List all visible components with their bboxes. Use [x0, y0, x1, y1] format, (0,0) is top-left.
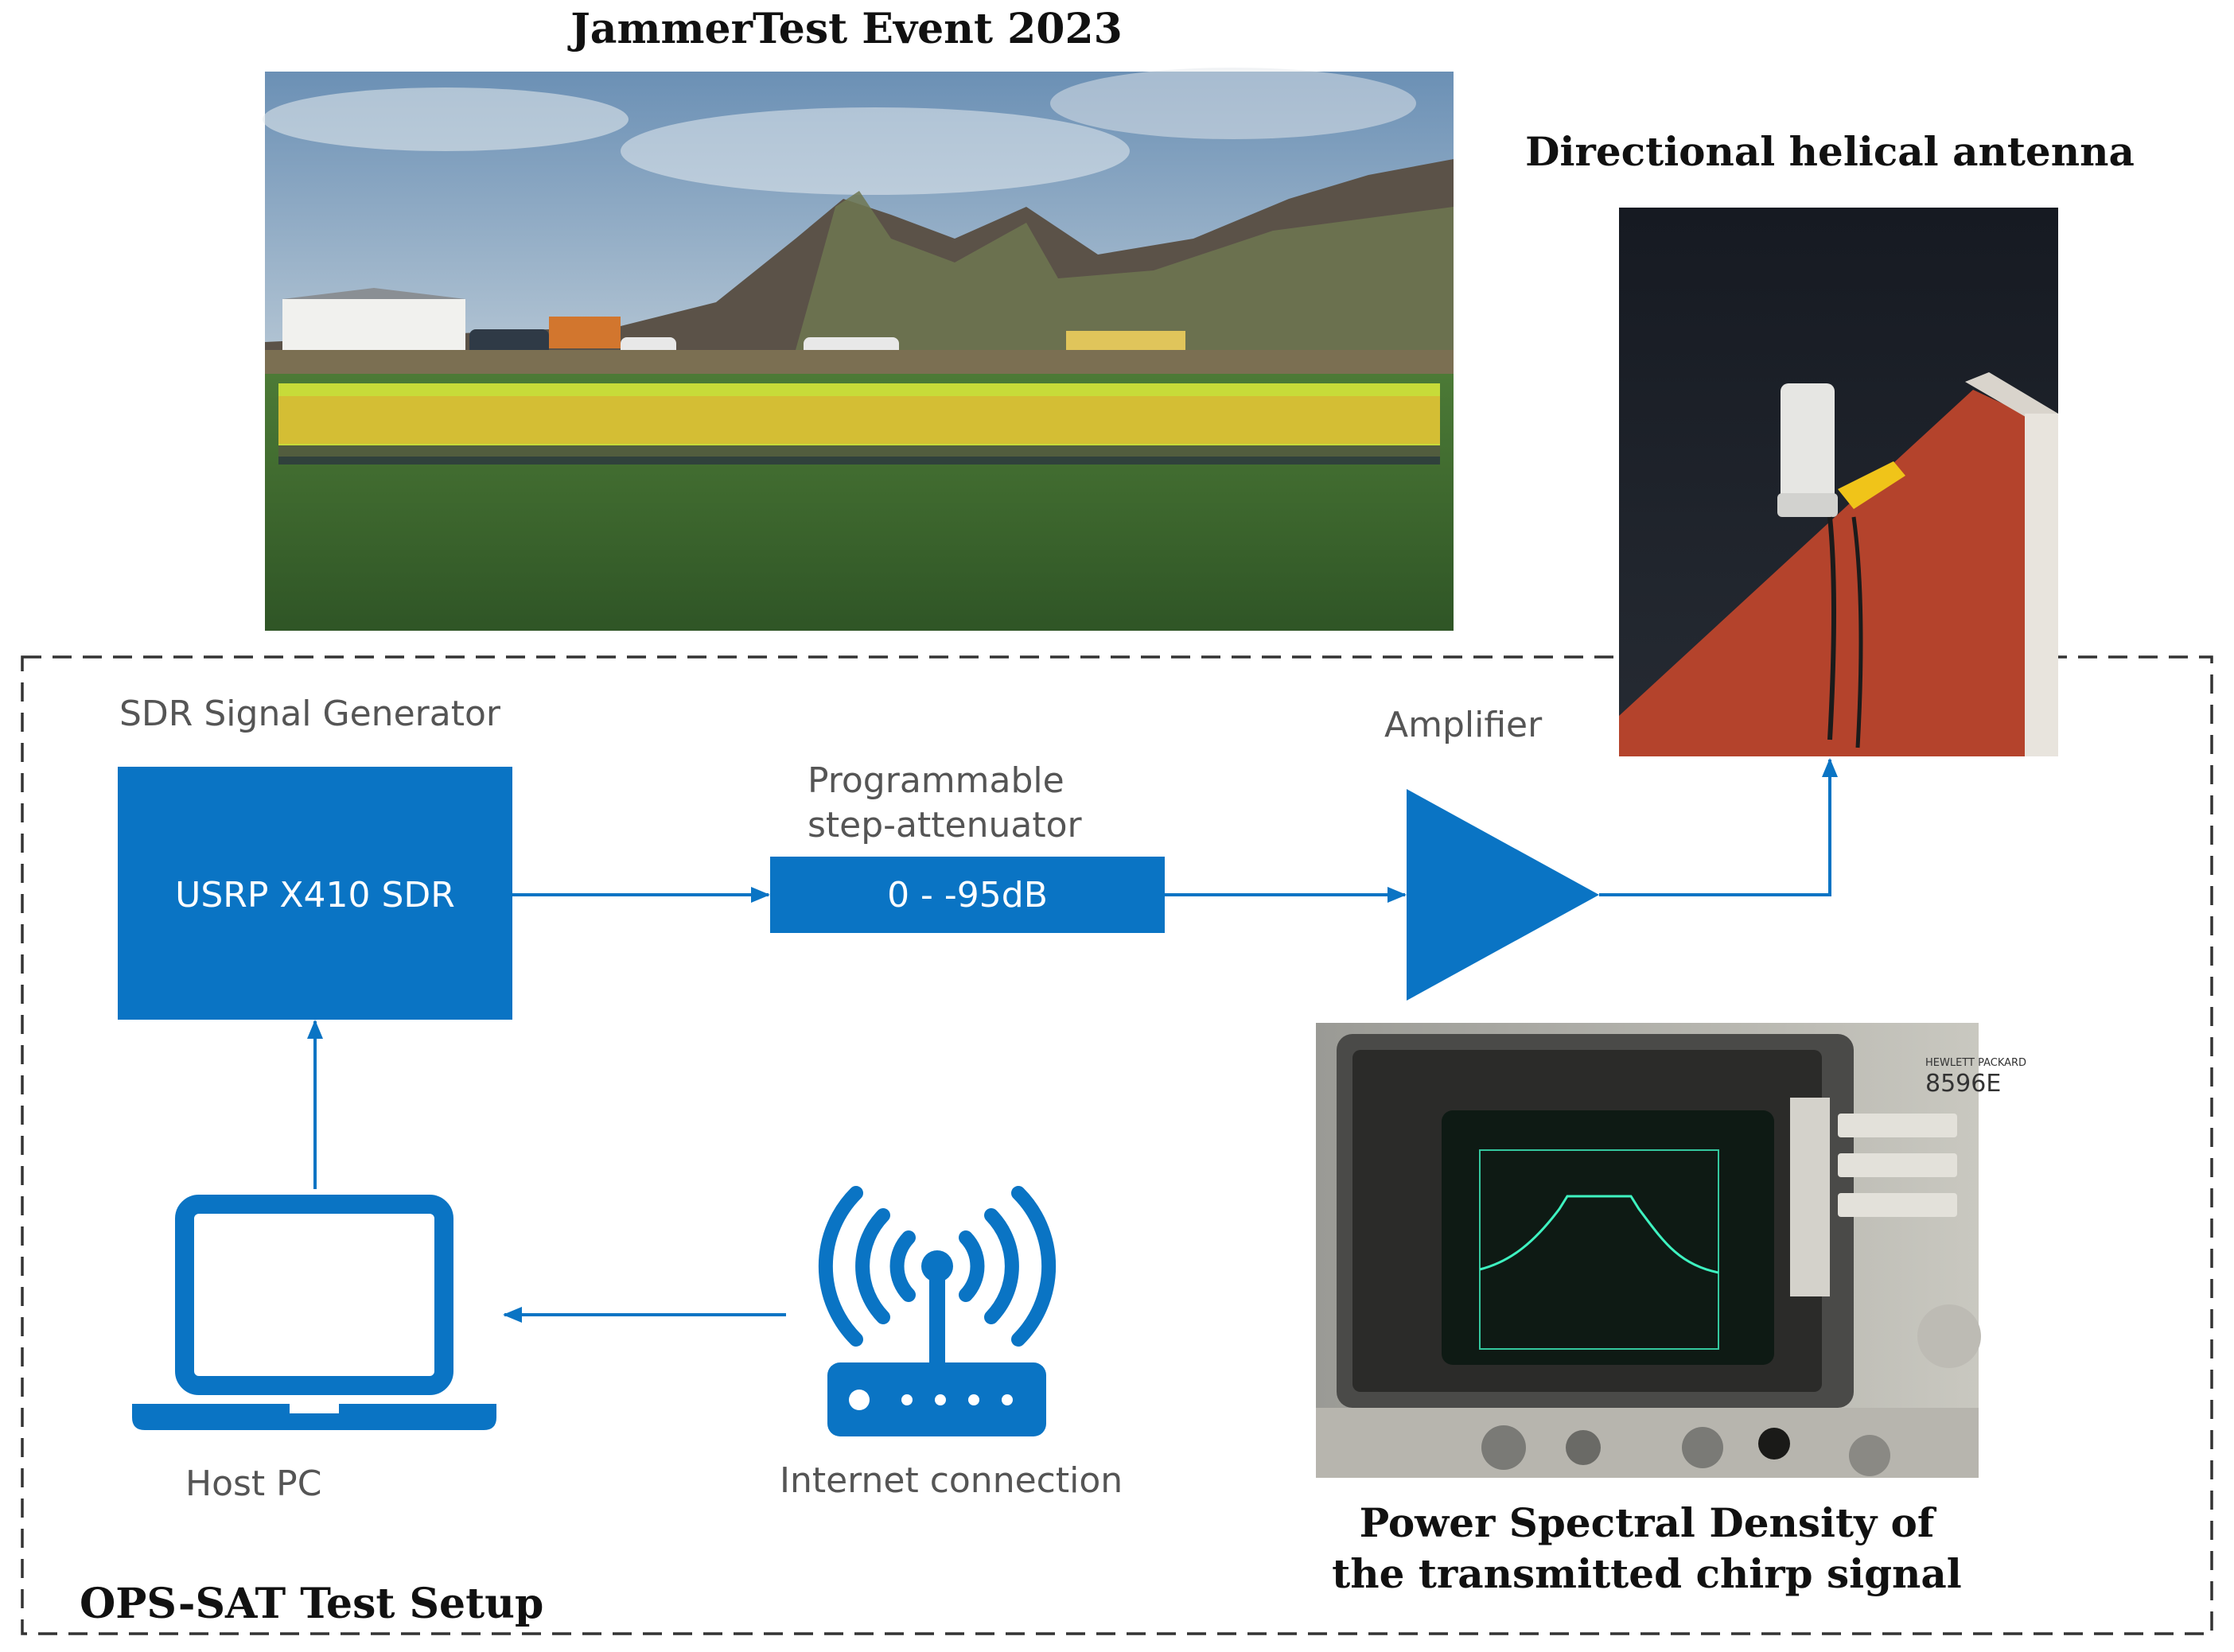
wifi-router-icon: [818, 1186, 1057, 1436]
psd-caption-line1: Power Spectral Density of: [1360, 1499, 1937, 1546]
attenuator-heading-line2: step-attenuator: [808, 805, 1082, 845]
sdr-heading: SDR Signal Generator: [119, 694, 501, 734]
sdr-label: USRP X410 SDR: [175, 875, 455, 915]
psd-trace: [1479, 1195, 1719, 1274]
jammertest-event-photo: [263, 68, 1454, 631]
sdr-block: [118, 767, 512, 1020]
attenuator-block: [770, 857, 1165, 933]
amplifier-triangle-icon: [1407, 789, 1599, 1001]
spectrum-analyzer-photo: 8596E HEWLETT PACKARD: [1316, 1023, 2026, 1478]
analyzer-model-text: 8596E: [1925, 1070, 2001, 1098]
helical-antenna-photo: [1619, 208, 2058, 756]
internet-label: Internet connection: [780, 1460, 1123, 1501]
event-title: JammerTest Event 2023: [567, 5, 1123, 53]
analyzer-brand-text: HEWLETT PACKARD: [1925, 1057, 2026, 1069]
antenna-title: Directional helical antenna: [1525, 128, 2135, 175]
arrow-amplifier-to-antenna: [1599, 758, 1838, 896]
attenuator-heading-line1: Programmable: [808, 760, 1064, 801]
setup-frame: [21, 655, 2213, 1635]
attenuator-label: 0 - -95dB: [887, 875, 1048, 915]
amplifier-heading: Amplifier: [1384, 705, 1543, 745]
setup-title: OPS-SAT Test Setup: [80, 1580, 543, 1628]
laptop-icon: [132, 1195, 496, 1430]
host-pc-label: Host PC: [185, 1463, 321, 1504]
psd-caption-line2: the transmitted chirp signal: [1332, 1550, 1962, 1597]
